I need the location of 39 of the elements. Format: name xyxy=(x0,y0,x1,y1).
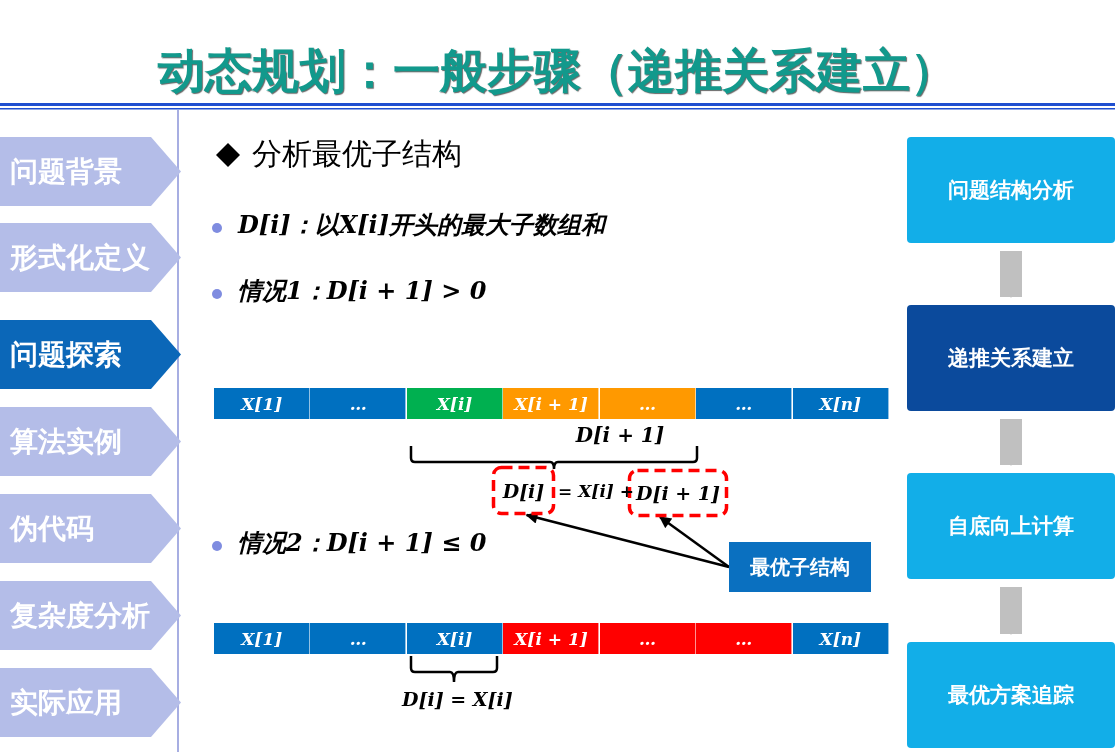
array-cell: X[n] xyxy=(792,623,888,654)
array-cell: … xyxy=(696,623,792,654)
array-cell: X[i + 1] xyxy=(503,388,599,419)
highlight-box: D[i] xyxy=(492,466,555,515)
bullet-text: D[i]：以X[i]开头的最大子数组和 xyxy=(238,209,606,241)
array-cell: … xyxy=(599,623,696,654)
bullet-text: 情况2：D[i + 1] ≤ 0 xyxy=(238,527,487,559)
step-box: 最优方案追踪 xyxy=(907,642,1115,748)
nav-tab: 问题探索 xyxy=(0,320,181,389)
nav-tab: 算法实例 xyxy=(0,407,181,476)
bullet-text: 情况1：D[i + 1] > 0 xyxy=(238,275,487,307)
arrow xyxy=(1000,251,1022,299)
array-cell: X[n] xyxy=(792,388,888,419)
arrow xyxy=(1000,419,1022,467)
formula-text: D[i + 1] xyxy=(574,423,666,447)
nav-tab: 实际应用 xyxy=(0,668,181,737)
arrow xyxy=(1000,587,1022,636)
array-cell: … xyxy=(696,388,792,419)
array-cell: X[1] xyxy=(214,388,310,419)
nav-tab: 复杂度分析 xyxy=(0,581,181,650)
arrow xyxy=(525,511,730,569)
step-box: 递推关系建立 xyxy=(907,305,1115,411)
array-cell: X[i + 1] xyxy=(503,623,599,654)
nav-tab: 形式化定义 xyxy=(0,223,181,292)
nav-tab: 问题背景 xyxy=(0,137,181,206)
step-box: 自底向上计算 xyxy=(907,473,1115,579)
array-cell: X[i] xyxy=(406,388,503,419)
arrow xyxy=(659,516,730,568)
slide-title: 动态规划：一般步骤（递推关系建立） xyxy=(156,42,958,100)
step-box: 问题结构分析 xyxy=(907,137,1115,243)
array-cell: X[i] xyxy=(406,623,503,654)
array-cell: … xyxy=(310,623,406,654)
array-cell: X[1] xyxy=(214,623,310,654)
formula-text: D[i] = X[i] xyxy=(402,688,513,710)
array-cell: … xyxy=(310,388,406,419)
callout-box: 最优子结构 xyxy=(729,542,871,592)
nav-tab: 伪代码 xyxy=(0,494,181,563)
array-cell: … xyxy=(599,388,696,419)
section-heading: 分析最优子结构 xyxy=(252,135,462,173)
